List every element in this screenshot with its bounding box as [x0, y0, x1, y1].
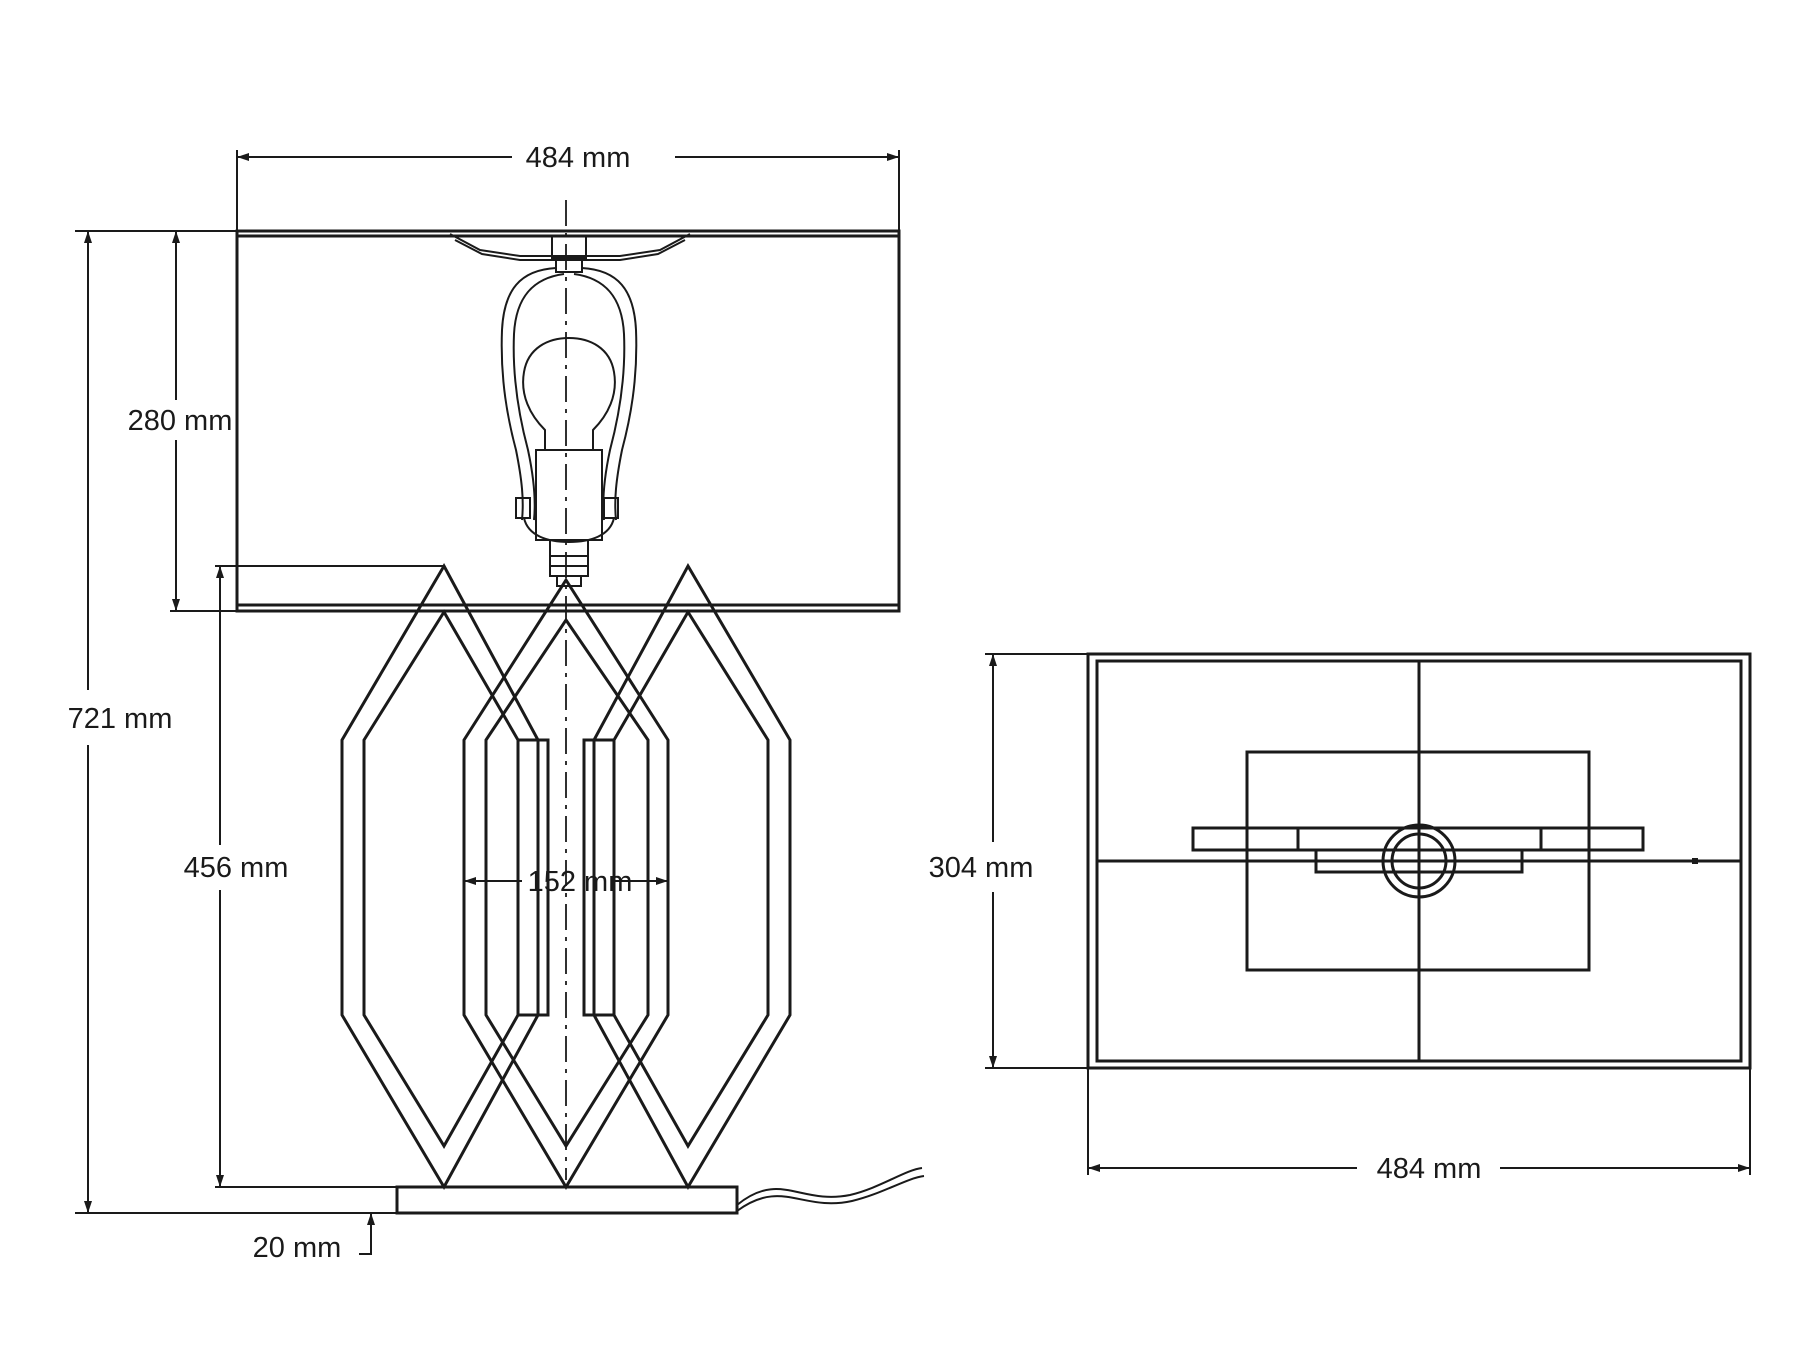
extension-lines [75, 150, 900, 1214]
top-view-extension-lines [985, 653, 1751, 1175]
dim-top-depth: 304 mm [929, 654, 1034, 1068]
top-width-label: 484 mm [1377, 1153, 1482, 1185]
frame-width-label: 152 mm [528, 866, 633, 898]
dim-total-height: 721 mm [68, 231, 173, 1213]
plinth-thickness-label: 20 mm [253, 1232, 342, 1264]
plinth [395, 1167, 925, 1215]
total-height-label: 721 mm [68, 703, 173, 735]
lamp-shade [235, 229, 901, 613]
dim-base-height: 456 mm [184, 566, 289, 1187]
base-height-label: 456 mm [184, 852, 289, 884]
top-depth-label: 304 mm [929, 852, 1034, 884]
harp-and-bulb [500, 235, 638, 587]
dim-top-width: 484 mm [1088, 1153, 1750, 1185]
shade-height-label: 280 mm [128, 405, 233, 437]
dim-plinth-thickness: 20 mm [253, 1213, 375, 1264]
dim-frame-width: 152 mm [464, 866, 668, 898]
shade-width-label: 484 mm [526, 142, 631, 174]
top-view [1086, 652, 1752, 1070]
dim-shade-width: 484 mm [237, 142, 899, 174]
dim-shade-height: 280 mm [128, 231, 233, 611]
